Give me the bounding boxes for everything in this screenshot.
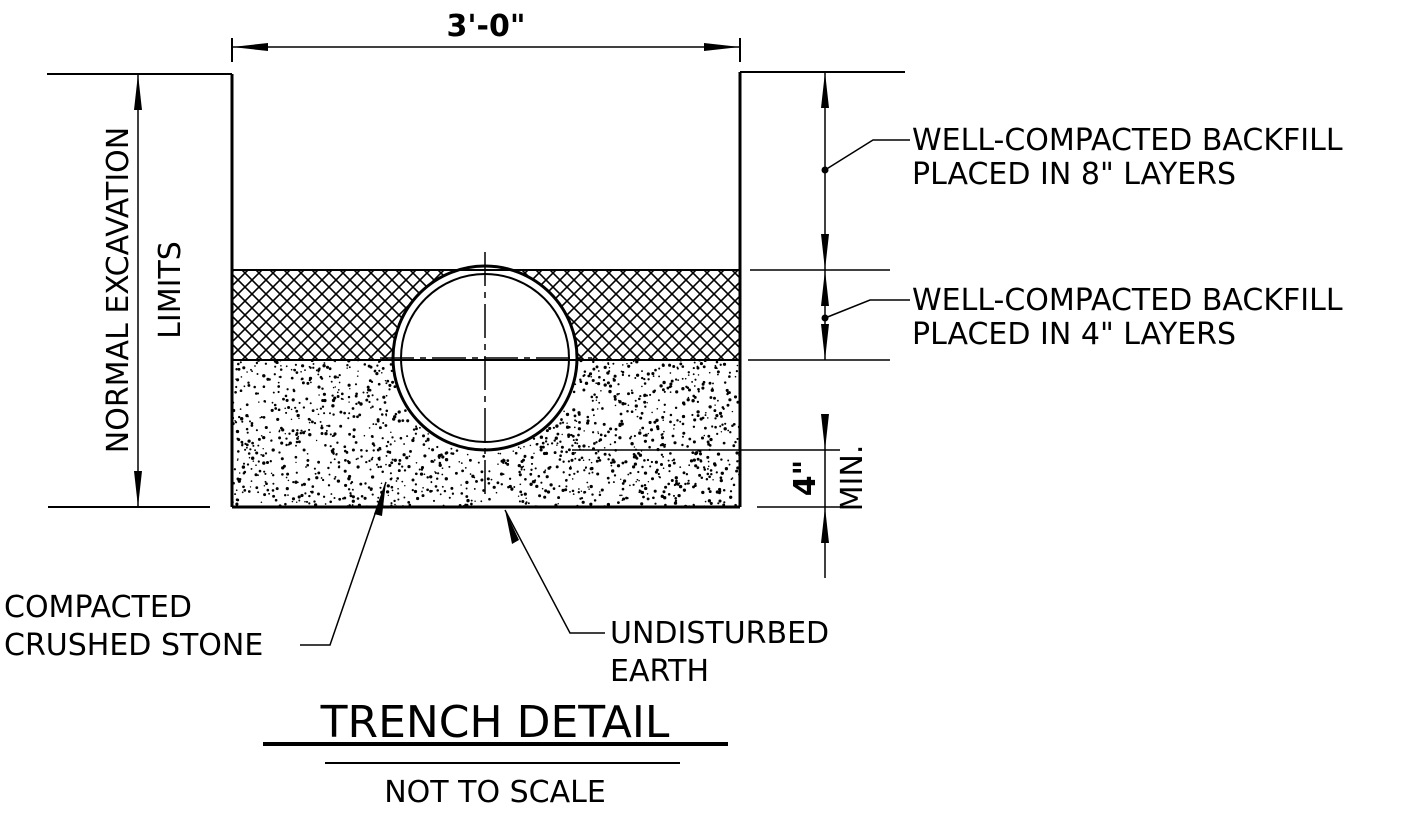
width-dimension: [231, 38, 741, 62]
excavation-limits-dimension: [134, 74, 142, 507]
callout-leader-earth: [504, 509, 605, 634]
callout-stone-line2: CRUSHED STONE: [4, 628, 263, 663]
bedding-dimension-suffix: MIN.: [835, 445, 870, 512]
backfill-layer-dimensions: [821, 72, 829, 360]
callout-top-line1: WELL-COMPACTED BACKFILL: [912, 123, 1343, 158]
bedding-dimension-value: 4": [788, 460, 823, 497]
callout-top-line2: PLACED IN 8" LAYERS: [912, 157, 1236, 192]
width-dimension-label: 3'-0": [446, 9, 525, 44]
callout-leader-top: [824, 139, 910, 171]
callout-leader-mid: [824, 299, 910, 319]
callout-leader-stone: [300, 481, 387, 646]
callout-mid-line1: WELL-COMPACTED BACKFILL: [912, 283, 1343, 318]
callout-earth-line2: EARTH: [610, 654, 709, 689]
crushed-stone-bedding: [232, 360, 740, 507]
callout-earth-line1: UNDISTURBED: [610, 616, 829, 651]
bedding-dimension: [821, 414, 829, 578]
pipe: [380, 252, 592, 500]
trench-outline: [47, 71, 905, 509]
callout-stone-line1: COMPACTED: [4, 590, 192, 625]
drawing-subtitle: NOT TO SCALE: [384, 775, 606, 810]
drawing-title: TRENCH DETAIL: [320, 697, 670, 748]
right-extension-lines: [572, 269, 890, 508]
callout-mid-line2: PLACED IN 4" LAYERS: [912, 317, 1236, 352]
excavation-limits-label-line2: LIMITS: [153, 241, 188, 339]
excavation-limits-label-line1: NORMAL EXCAVATION: [101, 127, 136, 453]
